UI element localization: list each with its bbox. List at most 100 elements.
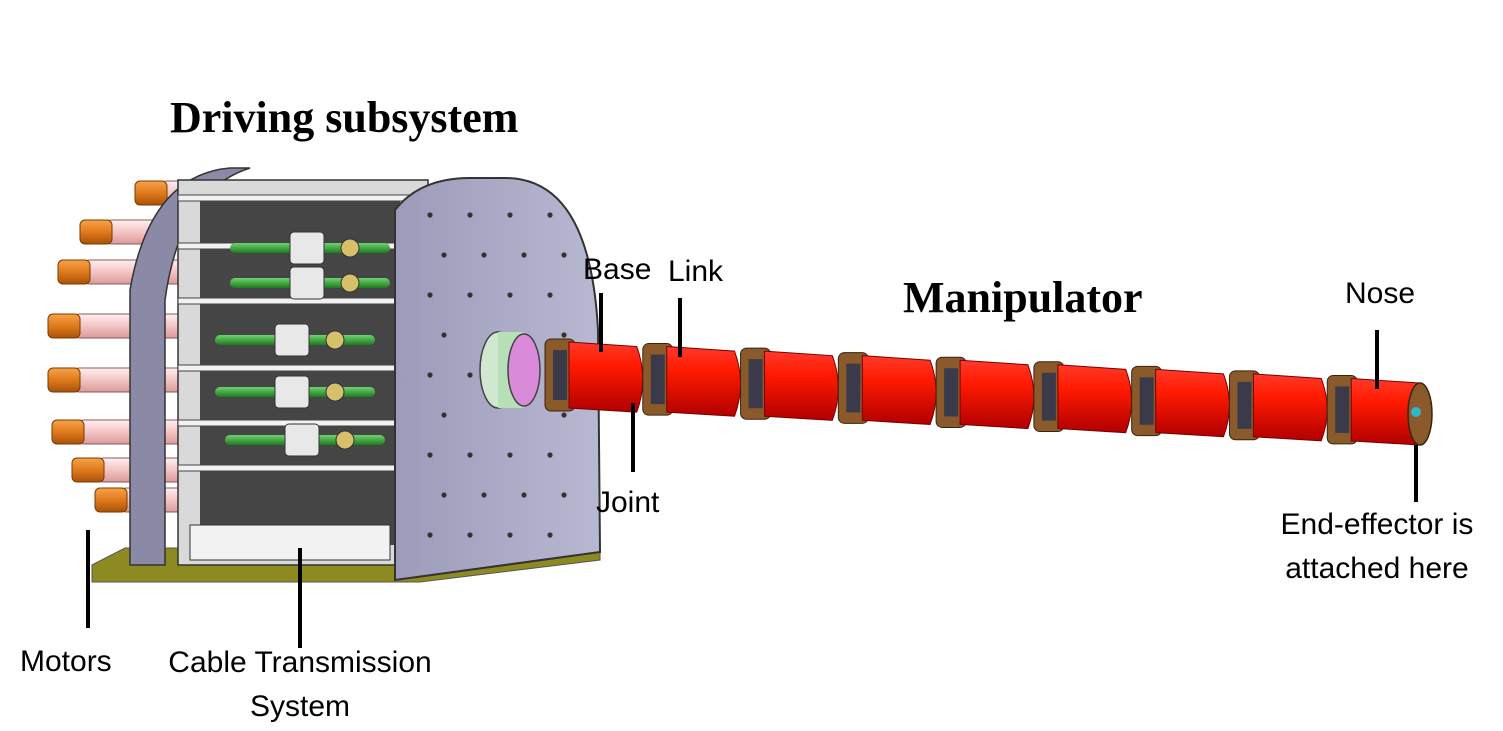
- link: [1057, 364, 1133, 434]
- housing-hole: [441, 492, 447, 498]
- joint-core: [650, 354, 665, 405]
- housing-hole: [507, 452, 513, 458]
- end-effector-mount: [1411, 407, 1421, 417]
- housing-hole: [507, 212, 513, 218]
- joint-core: [748, 359, 763, 409]
- link: [1155, 368, 1230, 438]
- manipulator-title: Manipulator: [903, 273, 1143, 322]
- housing-holes: [427, 212, 567, 538]
- pulley-block: [274, 323, 310, 357]
- housing-hole: [507, 532, 513, 538]
- rail-6: [177, 464, 429, 472]
- pulley-set: [215, 231, 390, 457]
- pulley-1: [230, 231, 390, 265]
- motor-5: [47, 367, 190, 393]
- pulley-5: [225, 423, 385, 457]
- nose-label: Nose: [1345, 277, 1416, 310]
- housing-hole: [427, 452, 433, 458]
- end-effector-line2: attached here: [1285, 551, 1469, 585]
- housing-hole: [467, 292, 473, 298]
- pulley-block: [289, 231, 325, 265]
- manipulator-segment-1: [544, 338, 644, 413]
- link: [1252, 373, 1328, 442]
- housing-hole: [427, 212, 433, 218]
- joint-core: [1237, 381, 1252, 429]
- housing-hole: [467, 372, 473, 378]
- manipulator-arm: [544, 338, 1433, 446]
- housing-hole: [467, 532, 473, 538]
- housing-hole: [481, 252, 487, 258]
- housing-hole: [521, 492, 527, 498]
- cable-label-line2: System: [249, 689, 351, 723]
- manipulator-segment-7: [1131, 365, 1230, 438]
- pulley-block: [284, 423, 320, 457]
- back-plate: [129, 167, 251, 566]
- driving-subsystem-title: Driving subsystem: [170, 93, 519, 142]
- end-effector-label: End-effector is attached here: [1262, 503, 1492, 590]
- pulley-wheel: [340, 273, 360, 293]
- housing-hole: [427, 372, 433, 378]
- housing-hole: [561, 332, 567, 338]
- cable-transmission-frame: [177, 179, 429, 566]
- link: [666, 346, 741, 417]
- joint-core: [944, 368, 959, 417]
- pulley-3: [215, 323, 375, 357]
- joint-core: [846, 363, 861, 413]
- pulley-wheel: [325, 382, 345, 402]
- base-coupling: [479, 331, 541, 409]
- housing-hole: [507, 292, 513, 298]
- motors-label: Motors: [20, 645, 112, 678]
- motor-3: [57, 259, 197, 285]
- manipulator-segment-3: [740, 347, 839, 421]
- housing-hole: [547, 212, 553, 218]
- housing-hole: [561, 252, 567, 258]
- housing-hole: [441, 412, 447, 418]
- base-label: Base: [583, 253, 652, 286]
- housing-hole: [561, 412, 567, 418]
- motor-cap: [79, 219, 113, 245]
- leader-lines: [86, 293, 1418, 648]
- housing-hole: [547, 292, 553, 298]
- pulley-block: [274, 375, 310, 409]
- end-effector-line1: End-effector is: [1280, 508, 1474, 541]
- joint-core: [553, 350, 567, 400]
- manipulator-segment-4: [837, 352, 937, 425]
- link: [861, 355, 937, 425]
- pulley-4: [215, 375, 375, 409]
- housing-hole: [481, 492, 487, 498]
- rail-4: [177, 364, 429, 372]
- housing-hole: [521, 252, 527, 258]
- link: [764, 350, 839, 421]
- motor-cap: [47, 367, 81, 393]
- pulley-wheel: [325, 330, 345, 350]
- pulley-2: [230, 266, 390, 300]
- link-label: Link: [668, 255, 724, 288]
- cable-label-line1: Cable Transmission: [168, 646, 432, 679]
- housing-hole: [441, 252, 447, 258]
- housing-hole: [547, 452, 553, 458]
- manipulator-segment-8: [1228, 370, 1328, 442]
- joint-core: [1139, 377, 1154, 425]
- pulley-block: [289, 266, 325, 300]
- motor-cap: [57, 259, 91, 285]
- motor-cap: [47, 313, 81, 339]
- housing-hole: [427, 532, 433, 538]
- housing-hole: [467, 452, 473, 458]
- motor-cap: [71, 457, 105, 483]
- housing-hole: [467, 212, 473, 218]
- housing-hole: [561, 492, 567, 498]
- link: [568, 341, 644, 413]
- joint-core: [1041, 372, 1056, 421]
- rail-1: [177, 194, 429, 202]
- pulley-wheel: [340, 238, 360, 258]
- pulley-wheel: [335, 430, 355, 450]
- manipulator-segment-9: [1326, 374, 1426, 446]
- motor-cap: [134, 180, 168, 206]
- housing-hole: [547, 532, 553, 538]
- joint-label: Joint: [596, 486, 660, 519]
- housing-hole: [427, 292, 433, 298]
- motor-cap: [94, 487, 128, 513]
- motor-cap: [51, 419, 85, 445]
